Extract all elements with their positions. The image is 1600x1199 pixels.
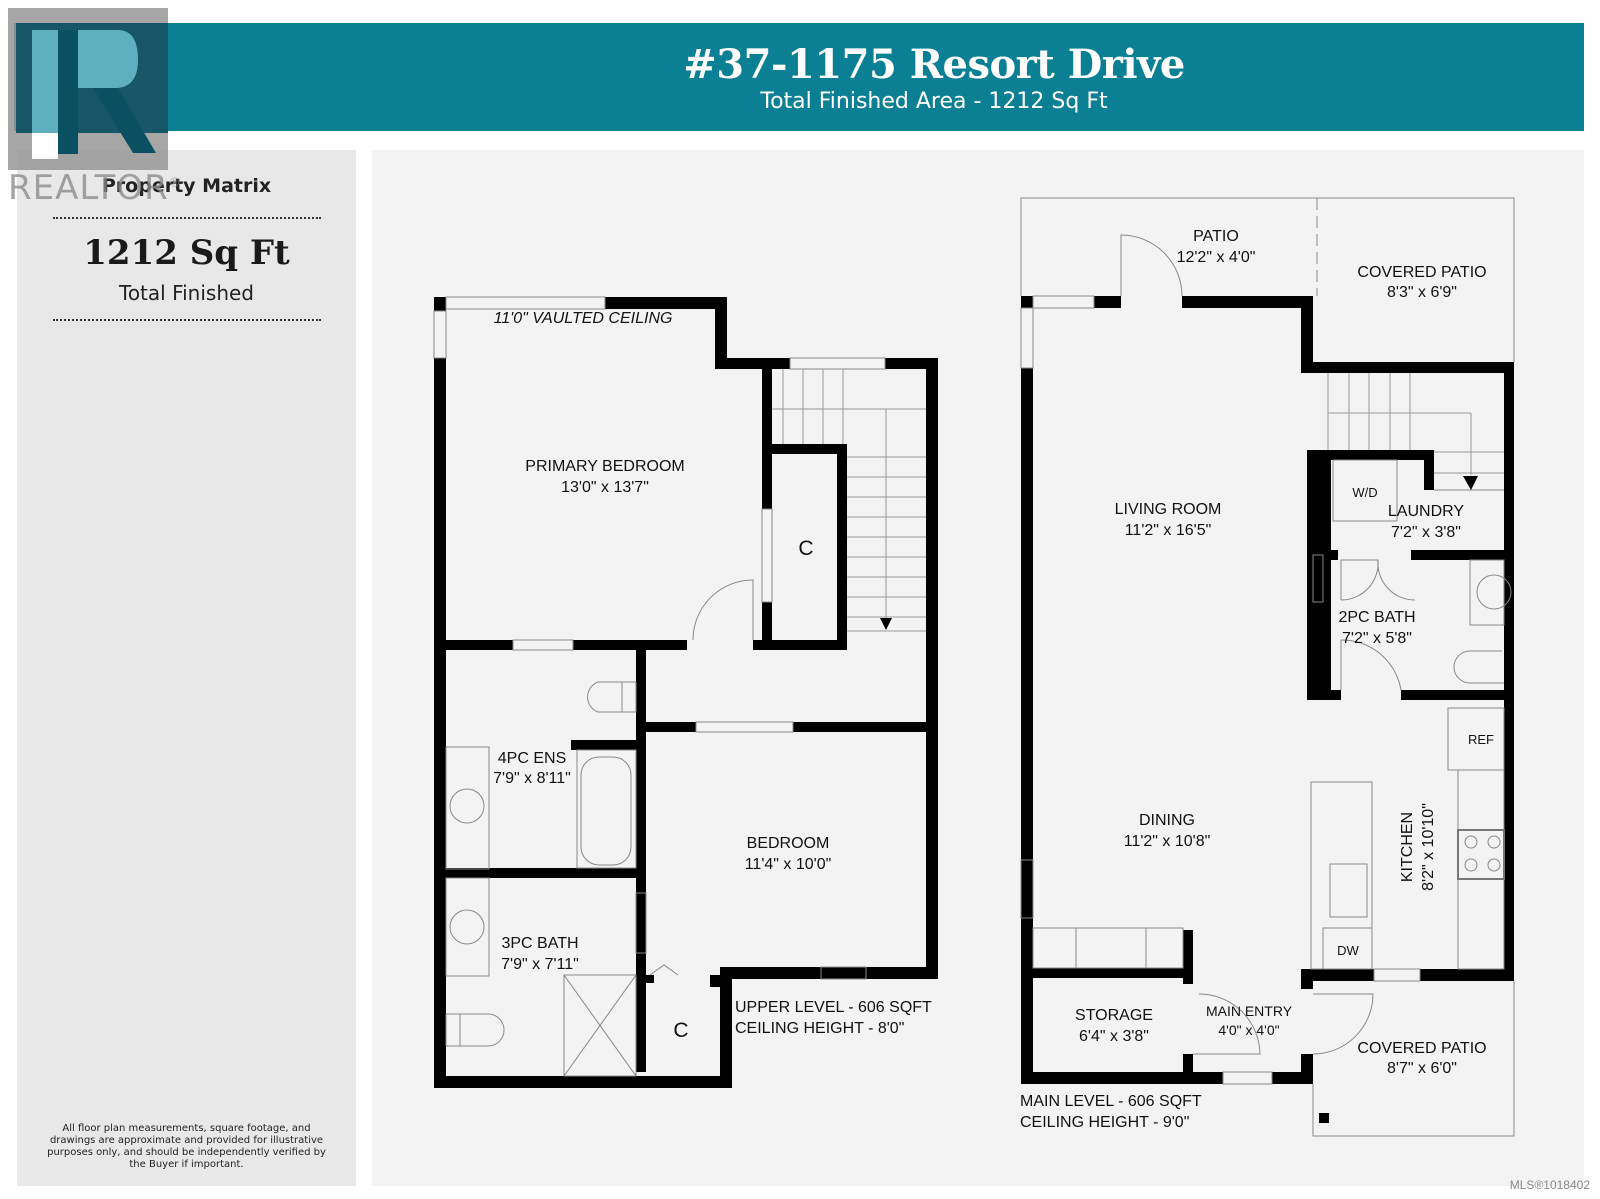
main-level-ceiling: CEILING HEIGHT - 9'0" <box>1020 1114 1189 1131</box>
brand-name: Property Matrix <box>101 175 272 197</box>
room-primary-bedroom: PRIMARY BEDROOM <box>525 458 684 475</box>
room-3pc-bath-dims: 7'9" x 7'11" <box>501 956 579 973</box>
room-patio-dims: 12'2" x 4'0" <box>1177 249 1256 266</box>
main-level-plan <box>1021 296 1514 1084</box>
washer-dryer-label: W/D <box>1352 485 1377 500</box>
total-sqft-caption: Total Finished <box>119 281 254 305</box>
room-primary-bedroom-dims: 13'0" x 13'7" <box>561 479 649 496</box>
dotted-divider <box>53 319 321 321</box>
floor-plan-panel <box>372 150 1584 1186</box>
room-patio: PATIO <box>1193 228 1239 245</box>
room-covered-patio-top-dims: 8'3" x 6'9" <box>1387 284 1457 301</box>
stair-arrow-icon <box>1463 476 1478 490</box>
realtor-logo-icon <box>8 8 168 170</box>
room-main-entry-dims: 4'0" x 4'0" <box>1218 1022 1279 1038</box>
room-laundry: LAUNDRY <box>1388 503 1465 520</box>
room-covered-patio-bottom: COVERED PATIO <box>1357 1040 1486 1057</box>
realtor-watermark-text: REALTOR® <box>8 168 182 208</box>
room-ensuite-dims: 7'9" x 8'11" <box>493 770 571 787</box>
total-sqft: 1212 Sq Ft <box>83 233 290 273</box>
realtor-word: REALTOR <box>8 168 169 208</box>
room-covered-patio-top: COVERED PATIO <box>1357 264 1486 281</box>
main-level-fixtures <box>1020 197 1515 1137</box>
disclaimer-text: All floor plan measurements, square foot… <box>47 1123 326 1170</box>
room-bedroom: BEDROOM <box>747 835 830 852</box>
stair-arrow-icon <box>880 618 892 630</box>
post-marker <box>1319 1113 1329 1123</box>
room-3pc-bath: 3PC BATH <box>501 935 578 952</box>
room-living: LIVING ROOM <box>1115 501 1222 518</box>
room-living-dims: 11'2" x 16'5" <box>1125 522 1212 539</box>
upper-level-ceiling: CEILING HEIGHT - 8'0" <box>735 1020 904 1037</box>
room-covered-patio-bottom-dims: 8'7" x 6'0" <box>1387 1060 1457 1077</box>
info-sidebar: Property Matrix 1212 Sq Ft Total Finishe… <box>17 150 356 1186</box>
room-storage: STORAGE <box>1075 1007 1153 1024</box>
room-closet-2: C <box>673 1019 688 1042</box>
room-bedroom-dims: 11'4" x 10'0" <box>745 856 832 873</box>
room-main-entry: MAIN ENTRY <box>1206 1003 1293 1019</box>
mls-number: MLS®1018402 <box>1509 1178 1590 1192</box>
room-storage-dims: 6'4" x 3'8" <box>1079 1028 1149 1045</box>
dotted-divider <box>53 217 321 219</box>
main-level-label: MAIN LEVEL - 606 SQFT <box>1020 1093 1202 1110</box>
upper-level-fixtures <box>433 296 926 1077</box>
room-dining-dims: 11'2" x 10'8" <box>1124 833 1211 850</box>
room-closet: C <box>798 537 813 560</box>
total-area-subtitle: Total Finished Area - 1212 Sq Ft <box>760 89 1108 114</box>
fridge-label: REF <box>1468 732 1494 747</box>
room-laundry-dims: 7'2" x 3'8" <box>1391 524 1461 541</box>
vaulted-ceiling-note: 11'0" VAULTED CEILING <box>494 310 673 327</box>
room-2pc-bath-dims: 7'2" x 5'8" <box>1342 630 1412 647</box>
room-kitchen-dims: 8'2" x 10'10" <box>1420 803 1437 891</box>
upper-level-label: UPPER LEVEL - 606 SQFT <box>735 999 932 1016</box>
room-kitchen: KITCHEN <box>1399 812 1416 882</box>
room-2pc-bath: 2PC BATH <box>1338 609 1415 626</box>
upper-level-plan <box>434 297 938 1088</box>
room-dining: DINING <box>1139 812 1195 829</box>
dishwasher-label: DW <box>1337 943 1359 958</box>
header-banner: #37-1175 Resort Drive Total Finished Are… <box>14 23 1584 131</box>
room-ensuite: 4PC ENS <box>498 750 566 767</box>
registered-mark: ® <box>168 175 182 190</box>
address-title: #37-1175 Resort Drive <box>683 41 1185 88</box>
